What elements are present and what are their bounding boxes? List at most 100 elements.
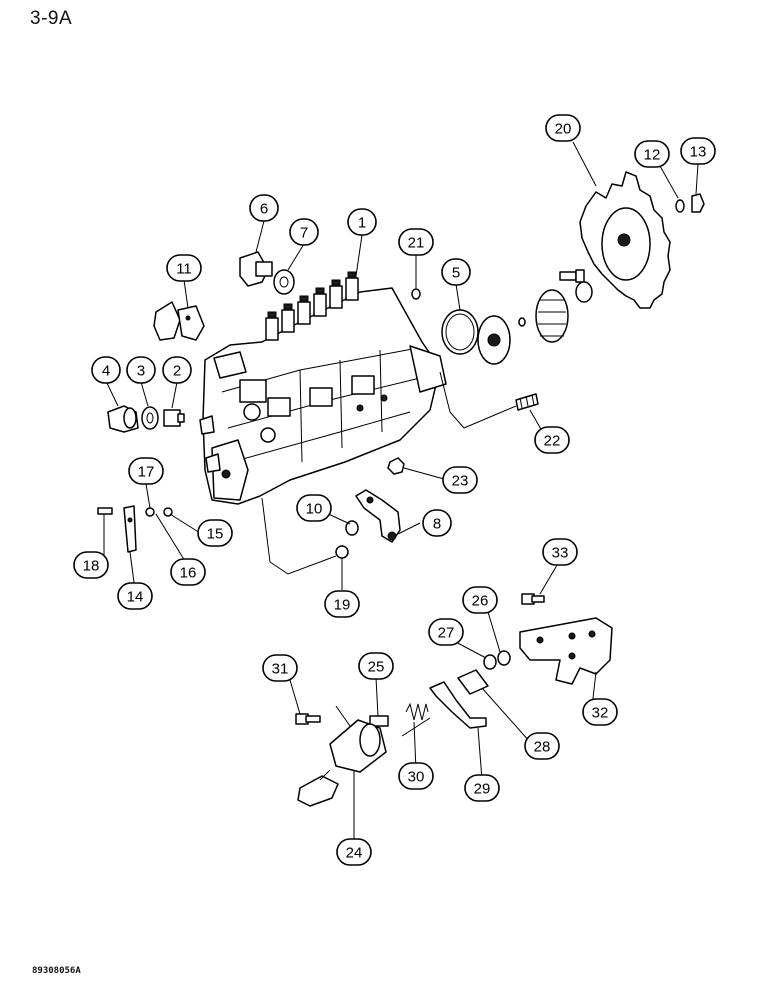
callout-label: 30 [408,769,425,786]
callout-14: 14 [117,582,153,610]
callout-17: 17 [128,457,164,485]
callout-oval [398,228,434,256]
callout-24: 24 [336,838,372,866]
callout-label: 23 [452,473,469,490]
callout-label: 6 [260,201,268,218]
callout-2: 2 [162,356,192,384]
part-27-washer [483,654,497,670]
callout-22: 22 [534,426,570,454]
part-20-gear [579,171,671,309]
callout-oval [441,258,471,286]
callout-oval [197,519,233,547]
callout-label: 5 [452,265,460,282]
callout-7: 7 [289,218,319,246]
callout-oval [680,137,716,165]
callout-32: 32 [582,698,618,726]
callout-8: 8 [422,509,452,537]
part-6-fitting [239,251,273,287]
callout-27: 27 [428,618,464,646]
callout-19: 19 [324,590,360,618]
callout-label: 22 [544,433,561,450]
callout-label: 11 [176,261,192,278]
callout-26: 26 [462,586,498,614]
callout-oval [262,654,298,682]
callout-label: 25 [368,659,385,676]
part-11-covers [153,301,205,341]
figure-code: 89308056A [32,966,81,976]
delivery-valve-holders [265,271,359,341]
drive-bolt [559,269,585,283]
callout-oval [347,208,377,236]
callout-label: 13 [690,144,707,161]
part-10-washer [345,520,359,536]
part-13-nut [691,193,705,213]
callout-5: 5 [441,258,471,286]
injection-pump-body [199,287,447,505]
callout-label: 31 [272,661,289,678]
callout-label: 28 [534,739,551,756]
callout-oval [91,356,121,384]
callout-13: 13 [680,137,716,165]
callout-oval [73,551,109,579]
callout-label: 21 [408,235,425,252]
callout-30: 30 [398,762,434,790]
callout-10: 10 [296,494,332,522]
part-8-lever [355,489,401,543]
part-33-bolt [521,593,545,605]
callout-oval [166,254,202,282]
callout-29: 29 [464,774,500,802]
callout-oval [336,838,372,866]
callout-label: 27 [438,625,455,642]
callout-label: 29 [474,781,491,798]
part-2-fitting [163,409,185,427]
callout-label: 33 [552,545,569,562]
callout-oval [464,774,500,802]
part-12-washer [675,199,685,213]
callout-label: 3 [137,363,145,380]
callout-label: 1 [358,215,366,232]
callout-label: 26 [472,593,489,610]
callout-oval [126,356,156,384]
drive-hub [535,289,569,343]
callout-label: 15 [207,526,224,543]
callout-oval [162,356,192,384]
callout-label: 19 [334,597,351,614]
callout-oval [398,762,434,790]
callout-label: 16 [180,565,197,582]
part-30-spring [405,702,429,721]
callout-33: 33 [542,538,578,566]
callout-label: 12 [644,147,661,164]
callout-oval [296,494,332,522]
part-31-screw [295,713,321,725]
part-4-fitting [107,405,139,433]
part-14-bracket [123,505,137,553]
callout-28: 28 [524,732,560,760]
callout-23: 23 [442,466,478,494]
part-25-solenoid-plunger [369,715,389,727]
part-21-o-ring [411,288,421,300]
callout-oval [542,538,578,566]
callout-oval [545,114,581,142]
callout-label: 18 [83,558,100,575]
drive-washer [575,281,593,303]
callout-12: 12 [634,140,670,168]
callout-oval [582,698,618,726]
part-5-o-ring [441,309,479,355]
part-23-nut [387,457,405,475]
callout-31: 31 [262,654,298,682]
callout-label: 7 [300,225,308,242]
callout-label: 10 [306,501,323,518]
callout-oval [249,194,279,222]
callout-label: 17 [138,464,155,481]
callout-oval [117,582,153,610]
callout-4: 4 [91,356,121,384]
part-18-screw [97,507,113,515]
page-label: 3-9A [30,8,73,29]
callout-15: 15 [197,519,233,547]
callout-label: 14 [127,589,144,606]
part-24-solenoid [297,719,387,807]
callout-oval [128,457,164,485]
callout-label: 20 [555,121,572,138]
